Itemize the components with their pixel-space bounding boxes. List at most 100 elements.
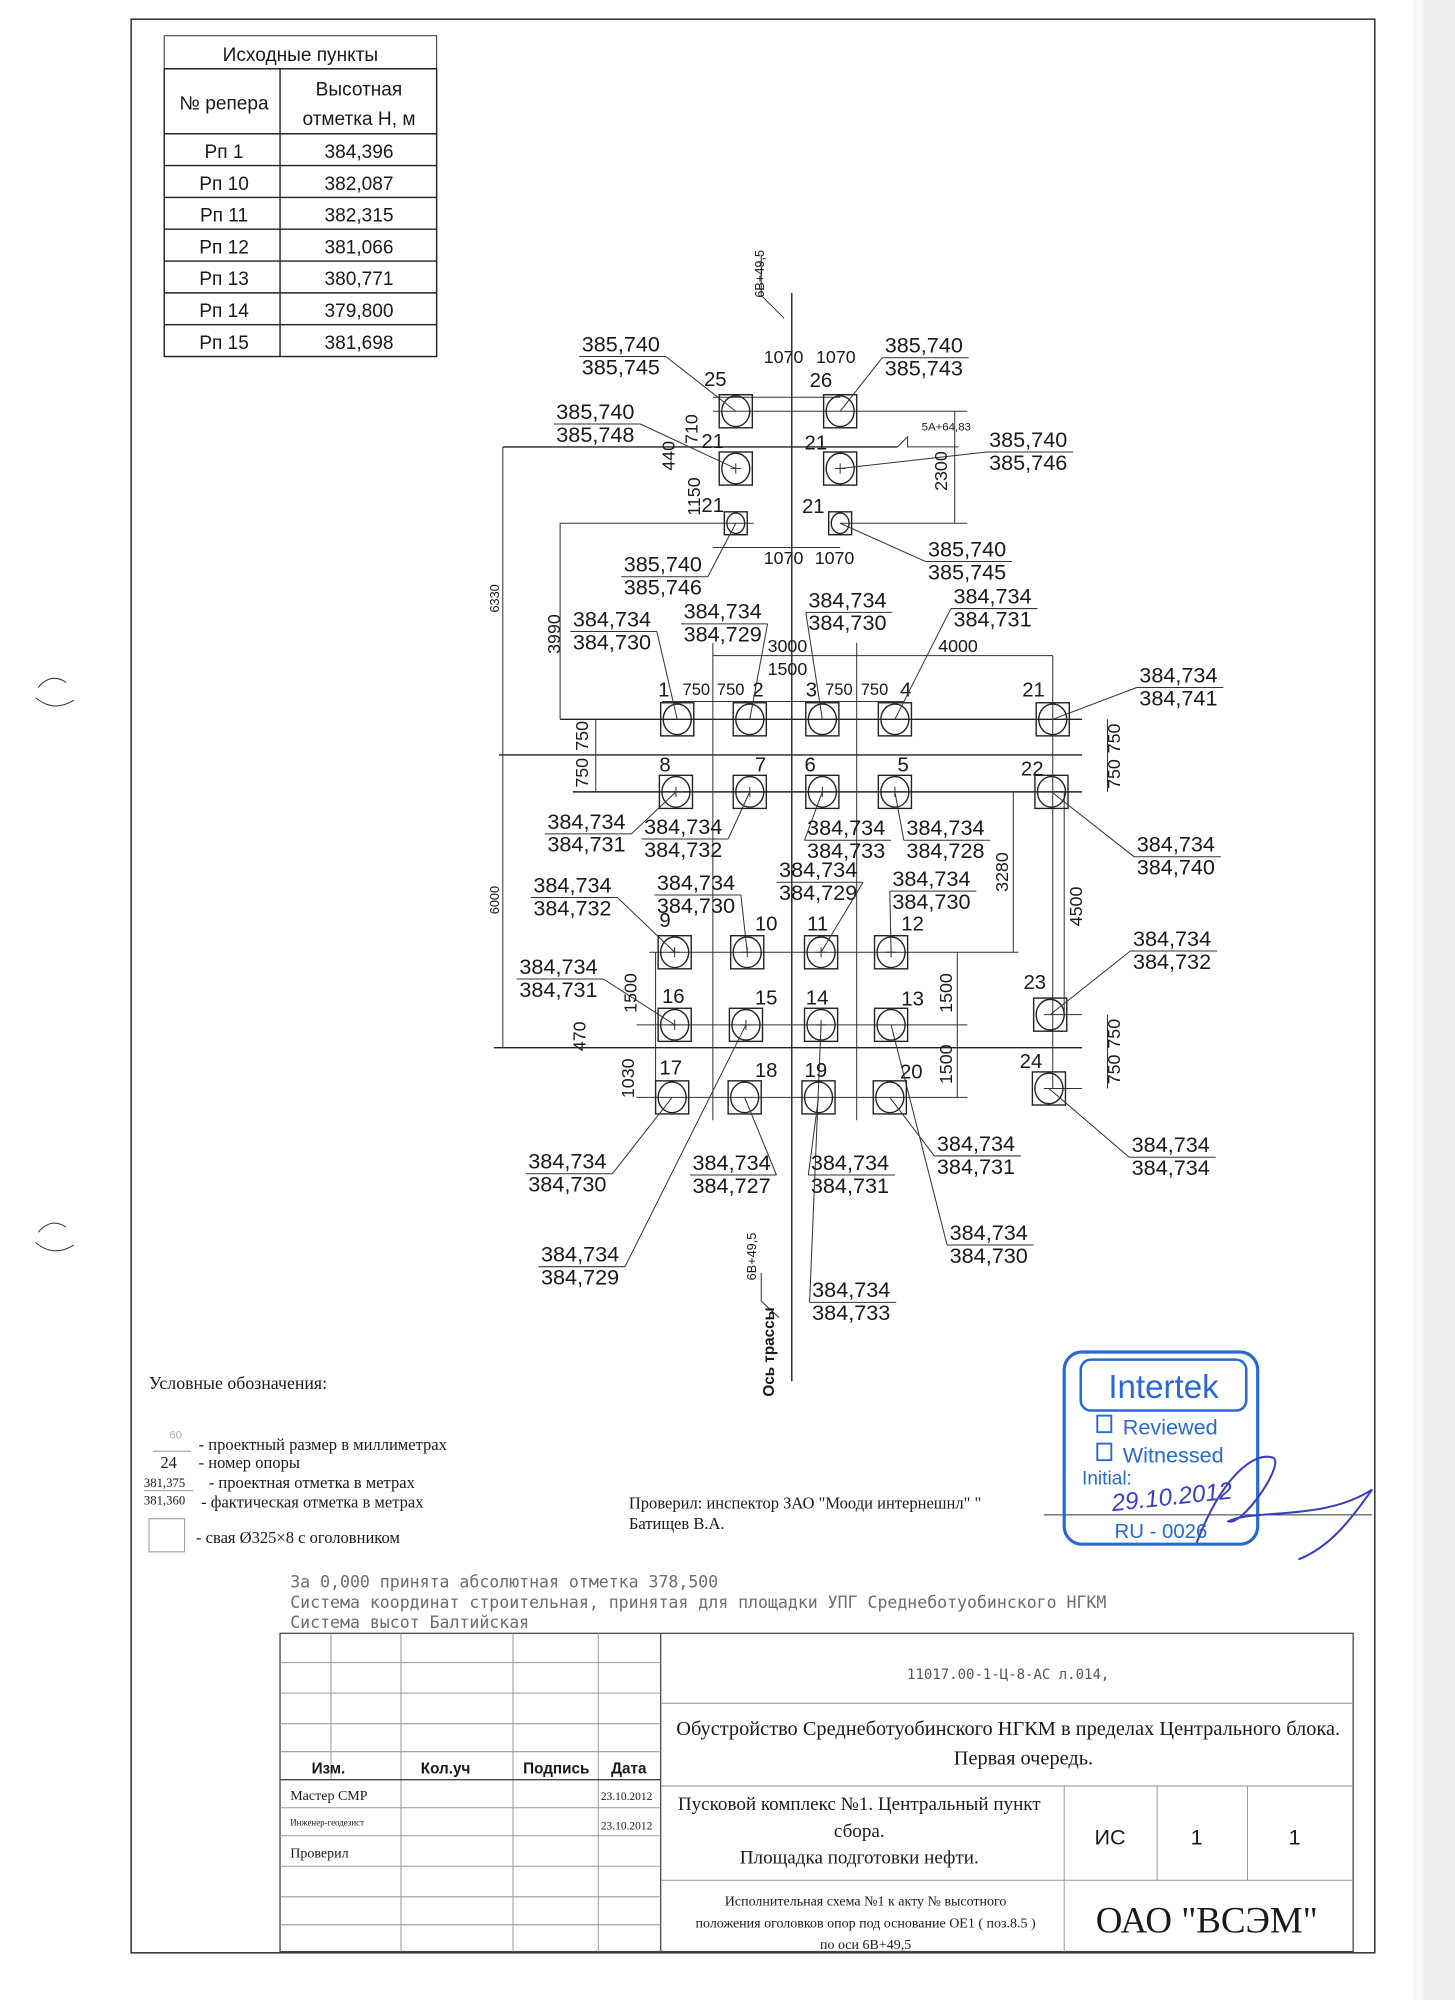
actual-elevation: 384,731 [811,1173,889,1198]
station-bottom-label: 6В+49,5 [744,1233,759,1281]
pile-number: 12 [901,914,924,936]
pile-circle-icon [806,936,836,969]
legend-title: Условные обозначения: [149,1373,327,1393]
pile-circle-icon [657,1081,687,1114]
actual-elevation: 384,728 [906,838,984,863]
design-elevation: 384,734 [1133,926,1211,951]
leader-line [665,356,737,412]
leader-line [707,523,737,577]
design-elevation: 385,740 [989,427,1067,452]
actual-elevation: 384,731 [547,832,625,857]
pile-circle-icon [735,703,765,736]
dimension-label: 750 [861,680,889,699]
dimension-label: 750 [1104,723,1124,753]
actual-elevation: 384,732 [644,837,722,862]
leader-line [617,897,676,953]
actual-elevation: 384,730 [573,629,651,654]
actual-elevation: 384,730 [808,610,886,635]
header-date: Дата [611,1760,647,1777]
dimension-label: 6330 [487,584,502,612]
station-side-label: 5А+64,83 [922,421,971,433]
design-elevation: 384,734 [657,870,735,895]
leader-line [624,1024,747,1267]
drawing-title-2: положения оголовков опор под основание О… [696,1916,1037,1931]
document-code: 11017.00-1-Ц-8-АС л.014, [907,1667,1109,1683]
design-elevation: 385,740 [885,333,963,358]
benchmark-elevation: 382,315 [324,206,393,227]
stamp-reviewed: Reviewed [1123,1415,1218,1440]
design-elevation: 384,734 [644,814,722,839]
legend-pile-symbol [148,1518,186,1553]
pile-cap [723,511,748,536]
design-elevation: 384,734 [812,1277,890,1302]
note-height-system: Система высот Балтийская [290,1613,529,1632]
dimension-label: 440 [659,441,679,471]
pile-cap [873,1007,909,1043]
pile-circle-icon [807,775,838,808]
sheet-number: 1 [1191,1825,1203,1850]
pile-number: 25 [704,369,727,391]
legend-sample-dimension: 60 [169,1430,182,1442]
leader-line [727,791,751,840]
dimension-label: 3000 [768,636,808,656]
stamp-brand: Intertek [1108,1369,1219,1406]
design-elevation: 384,734 [953,583,1031,608]
company-name: ОАО "ВСЭМ" [1096,1899,1318,1940]
pile-cap [803,1007,839,1043]
design-elevation: 384,734 [519,954,597,979]
dimension-label: 1500 [768,659,808,679]
dimension-label: 2300 [931,451,951,491]
actual-elevation: 384,734 [1132,1155,1210,1180]
leader-line [749,623,769,720]
pile-cap [657,935,692,970]
benchmark-elevation: 384,396 [324,142,393,163]
legend-item-pile-number: - номер опоры [199,1453,300,1472]
pile-number: 18 [755,1060,778,1082]
legend-sample-pile-number: 24 [160,1453,177,1472]
leader-line [804,791,823,841]
actual-elevation: 384,741 [1139,685,1217,710]
pile-cap [718,451,754,486]
pile-number: 22 [1021,758,1044,780]
pile-number: 4 [900,679,911,701]
leader-line [1048,1088,1130,1158]
design-elevation: 384,734 [684,599,762,624]
design-elevation: 384,734 [1139,662,1217,687]
actual-elevation: 384,727 [692,1173,770,1198]
pile-circle-icon [830,512,850,535]
actual-elevation: 384,730 [892,889,970,914]
stamp-initial: Initial: [1082,1468,1132,1489]
leader-line [744,1097,777,1176]
actual-elevation: 385,748 [556,422,634,447]
complex-title-3: Площадка подготовки нефти. [740,1848,979,1869]
pile-cap [732,702,768,737]
benchmark-name: Рп 13 [199,269,249,290]
pile-circle-icon [732,936,762,969]
pile-number: 21 [701,495,724,517]
pile-circle-icon [875,1081,905,1114]
legend-item-actual: - фактическая отметка в метрах [201,1492,424,1511]
pile-cap [801,1080,836,1115]
legend-item-pile: - свая Ø325×8 с оголовником [196,1528,400,1547]
actual-elevation: 384,730 [528,1172,606,1197]
column-header-benchmark: № репера [179,94,269,115]
pile-cap [728,1007,764,1043]
dimension-label: 750 [572,758,592,788]
dimension-label: 1150 [684,477,704,515]
design-elevation: 384,734 [779,857,857,882]
pile-number: 1 [658,679,669,701]
pile-number: 26 [810,370,833,392]
inspector-name: Батищев В.А. [629,1514,725,1533]
drawing-title-1: Исполнительная схема №1 к акту № высотно… [725,1895,1007,1910]
pile-circle-icon [659,936,690,969]
pile-cap [1034,774,1069,810]
